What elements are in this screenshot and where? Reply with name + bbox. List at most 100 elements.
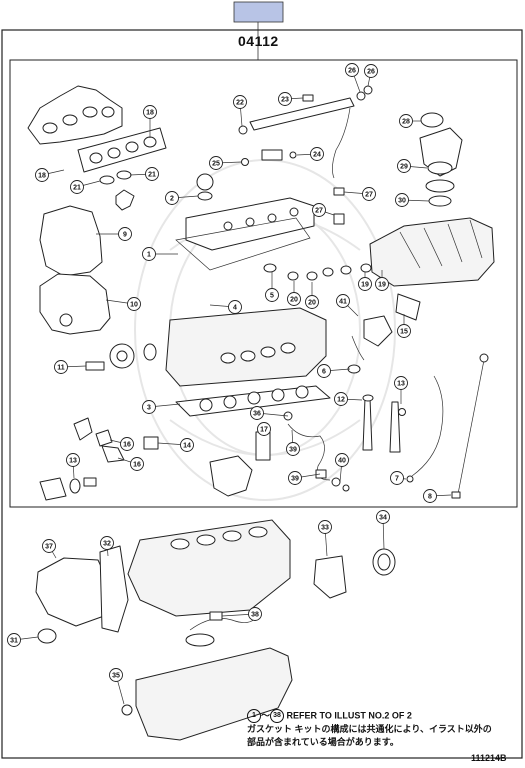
note-japanese-line2: 部品が含まれている場合があります。 bbox=[247, 737, 399, 747]
callout-number: 30 bbox=[398, 198, 406, 205]
callout-32: 32 bbox=[100, 536, 114, 557]
callout-13a: 13 bbox=[394, 376, 408, 404]
exhaust-ring-right bbox=[116, 170, 132, 180]
fuel-delivery-pipe bbox=[249, 97, 355, 131]
callout-number: 26 bbox=[367, 69, 375, 76]
callout-circle bbox=[317, 364, 331, 378]
callout-number: 39 bbox=[289, 447, 297, 454]
callout-circle bbox=[334, 392, 348, 406]
callout-number: 27 bbox=[315, 208, 323, 215]
callout-circle bbox=[288, 471, 302, 485]
callout-number: 25 bbox=[212, 161, 220, 168]
part-group-code: 04112 bbox=[238, 33, 279, 49]
callout-27b: 27 bbox=[312, 203, 335, 217]
callout-41: 41 bbox=[336, 294, 359, 317]
callout-circle bbox=[358, 277, 372, 291]
rear-oil-seal-inner bbox=[377, 553, 391, 571]
water-pipe bbox=[351, 335, 365, 361]
inlet-pipe-o-ring bbox=[69, 478, 81, 494]
cylinder-block bbox=[127, 519, 291, 617]
sensor-ring bbox=[331, 477, 341, 487]
callout-number: 6 bbox=[322, 369, 326, 376]
timing-belt-cover-no1 bbox=[39, 273, 111, 335]
callout-circle bbox=[42, 539, 56, 553]
timing-belt-cover-no2 bbox=[39, 205, 103, 277]
callout-circle bbox=[278, 92, 292, 106]
callout-18a: 18 bbox=[143, 105, 157, 138]
callout-number: 21 bbox=[148, 172, 156, 179]
callout-number: 8 bbox=[428, 494, 432, 501]
oil-strainer bbox=[185, 633, 215, 647]
callout-circle bbox=[395, 193, 409, 207]
callout-25: 25 bbox=[209, 156, 242, 170]
callout-26b: 26 bbox=[364, 64, 378, 87]
intake-manifold bbox=[369, 217, 495, 287]
callout-34: 34 bbox=[376, 510, 390, 550]
callout-18b: 18 bbox=[35, 168, 65, 182]
callout-number: 32 bbox=[103, 541, 111, 548]
callout-circle bbox=[228, 300, 242, 314]
callout-number: 33 bbox=[321, 525, 329, 532]
callout-number: 3 bbox=[147, 405, 151, 412]
callout-circle bbox=[390, 471, 404, 485]
water-pump bbox=[209, 455, 253, 497]
oil-pump-rotor bbox=[95, 429, 113, 447]
callout-circle bbox=[286, 442, 300, 456]
crankshaft-bolt bbox=[85, 361, 105, 371]
callout-circle bbox=[399, 114, 413, 128]
callout-circle bbox=[54, 360, 68, 374]
exhaust-ring-left bbox=[99, 175, 115, 185]
callout-circle bbox=[397, 324, 411, 338]
note-refer-text: REFER TO ILLUST NO.2 OF 2 bbox=[286, 710, 412, 721]
callout-26a: 26 bbox=[345, 63, 361, 93]
callout-number: 5 bbox=[270, 293, 274, 300]
callout-number: 16 bbox=[123, 442, 131, 449]
sensor-washer bbox=[342, 484, 350, 492]
harness-connector bbox=[315, 469, 327, 479]
callout-6: 6 bbox=[317, 364, 351, 378]
header-tab bbox=[233, 1, 284, 23]
callout-33: 33 bbox=[318, 520, 332, 557]
callout-20b: 20 bbox=[287, 281, 301, 306]
inlet-pipe-plug bbox=[83, 477, 97, 487]
oil-strainer-pipe bbox=[189, 617, 257, 631]
exhaust-bracket bbox=[115, 189, 135, 211]
callout-circle bbox=[394, 376, 408, 390]
cover-boss bbox=[59, 313, 73, 327]
callout-number: 4 bbox=[233, 305, 237, 312]
callout-number: 27 bbox=[365, 192, 373, 199]
plug-tube-seal-a bbox=[263, 263, 277, 273]
callout-circle bbox=[257, 422, 271, 436]
callout-number: 13 bbox=[69, 458, 77, 465]
callout-number: 16 bbox=[133, 462, 141, 469]
timing-case-gasket bbox=[99, 545, 129, 633]
callout-11: 11 bbox=[54, 360, 87, 374]
water-pump-inlet bbox=[363, 315, 393, 347]
callout-21a: 21 bbox=[70, 180, 101, 194]
callout-number: 29 bbox=[400, 164, 408, 171]
plug-tube-seal-d bbox=[322, 267, 334, 277]
pcv-valve bbox=[333, 213, 345, 225]
exhaust-manifold bbox=[27, 85, 123, 145]
callout-circle bbox=[312, 203, 326, 217]
injector-fitting bbox=[261, 149, 283, 161]
callout-number: 13 bbox=[397, 381, 405, 388]
valve-stem-seal bbox=[398, 408, 406, 416]
guide-o-ring bbox=[406, 475, 414, 483]
note-japanese-line1: ガスケット キットの構成には共通化により、イラスト以外の bbox=[247, 724, 492, 734]
callout-circle bbox=[364, 64, 378, 78]
callout-number: 17 bbox=[260, 427, 268, 434]
callout-27a: 27 bbox=[343, 187, 376, 201]
callout-number: 18 bbox=[146, 110, 154, 117]
cylinder-head-gasket bbox=[175, 385, 331, 417]
callout-12: 12 bbox=[334, 392, 363, 406]
rear-oil-seal-retainer bbox=[313, 555, 347, 599]
callout-number: 19 bbox=[378, 282, 386, 289]
callout-20a: 20 bbox=[305, 282, 319, 309]
oil-level-gauge-guide bbox=[411, 375, 444, 477]
callout-number: 24 bbox=[313, 152, 321, 159]
callout-number: 19 bbox=[361, 282, 369, 289]
timing-gear-case bbox=[35, 557, 111, 627]
callout-circle bbox=[127, 297, 141, 311]
pcv-grommet bbox=[333, 187, 345, 196]
